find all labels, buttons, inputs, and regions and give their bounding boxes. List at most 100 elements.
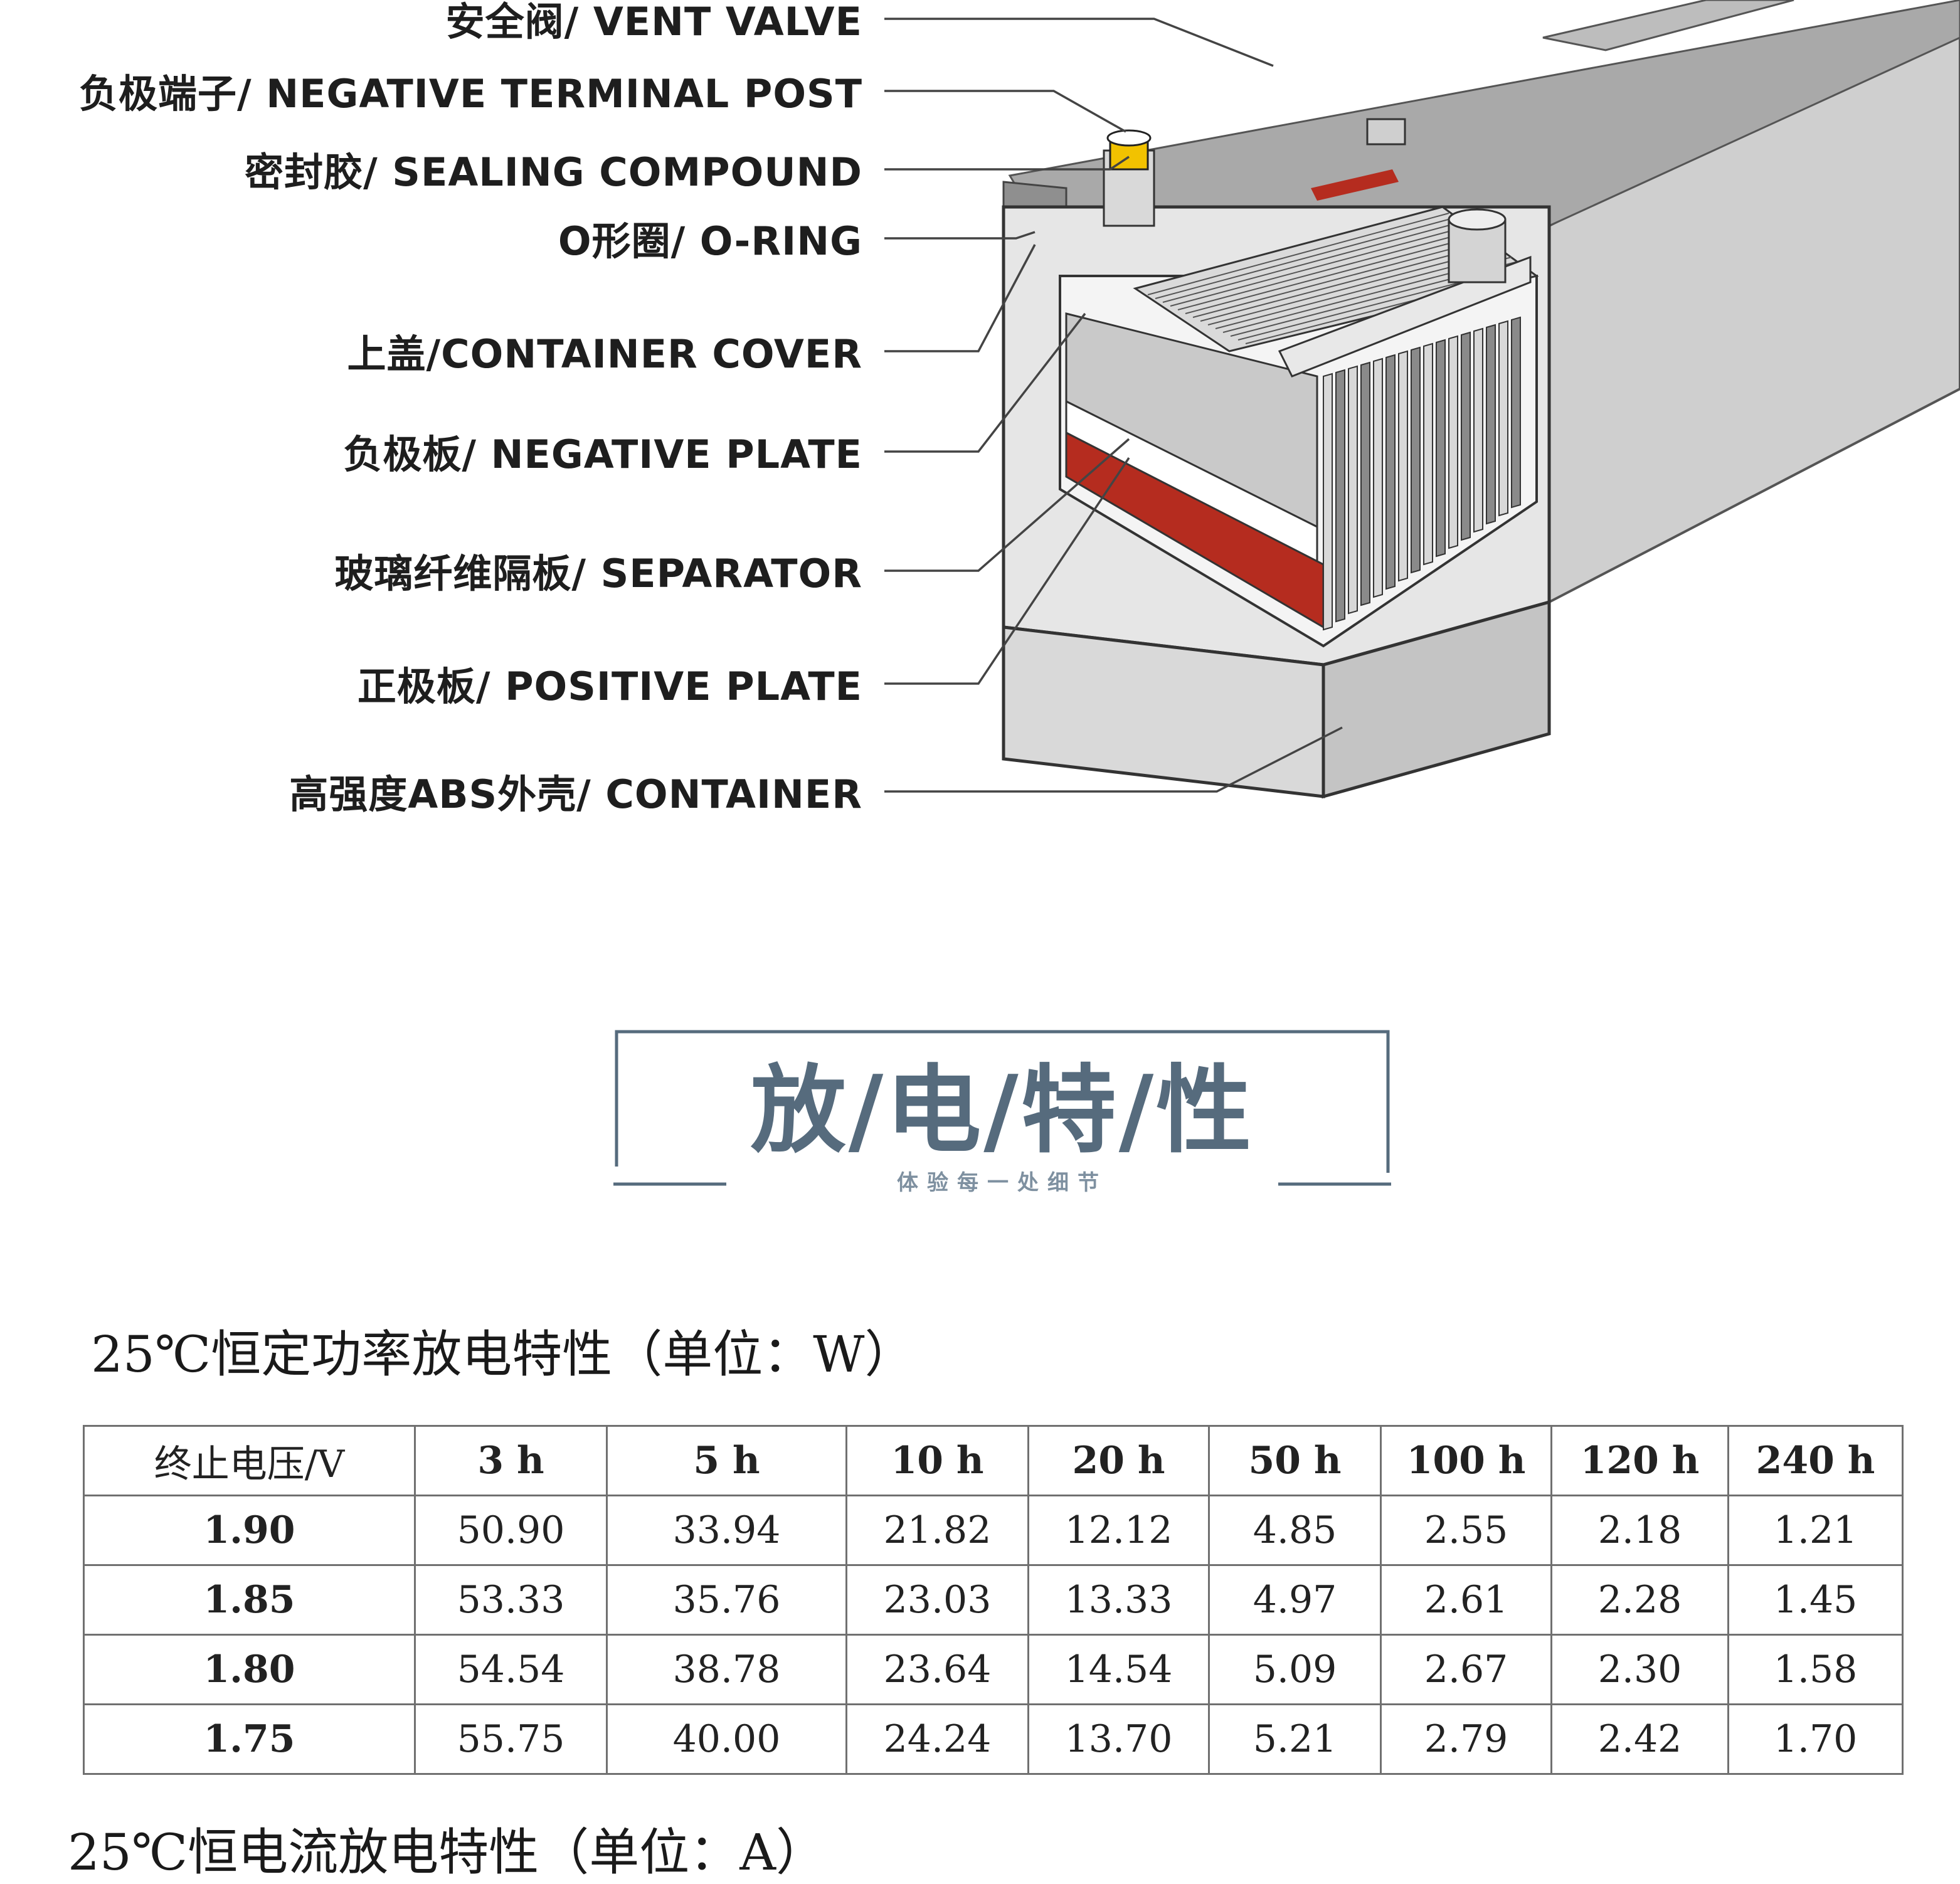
table-cell: 2.18 <box>1550 1495 1729 1566</box>
column-header: 100 h <box>1380 1425 1552 1496</box>
lid-panel <box>1542 0 1794 51</box>
table-cell: 12.12 <box>1027 1495 1210 1566</box>
label-container-cover: 上盖/CONTAINER COVER <box>347 331 862 377</box>
plate-lug-line <box>1147 213 1449 295</box>
table-cell: 33.94 <box>606 1495 847 1566</box>
column-header: 120 h <box>1550 1425 1729 1496</box>
plate-fin <box>1385 354 1396 590</box>
plate-lug-line <box>1162 221 1462 303</box>
table-cell: 1.45 <box>1727 1564 1904 1636</box>
section-heading-frame <box>613 1030 1391 1186</box>
vent-valve <box>1366 118 1406 146</box>
table-cell: 24.24 <box>845 1703 1029 1775</box>
table-cell: 2.79 <box>1380 1703 1552 1775</box>
table-cell: 50.90 <box>414 1495 608 1566</box>
label-separator: 玻璃纤维隔板/ SEPARATOR <box>334 551 862 596</box>
column-header: 终止电压/V <box>83 1425 416 1496</box>
label-sealing-compound: 密封胶/ SEALING COMPOUND <box>245 149 862 195</box>
table-cell: 14.54 <box>1027 1634 1210 1705</box>
leader-negative-plate <box>884 312 1086 453</box>
label-negative-plate: 负极板/ NEGATIVE PLATE <box>343 431 862 477</box>
frame-top-border <box>615 1030 1390 1173</box>
plate-fin <box>1423 342 1433 566</box>
table-cell: 38.78 <box>606 1634 847 1705</box>
current-table-title: 25℃恒电流放电特性（单位：A） <box>68 1823 827 1881</box>
table-cell: 35.76 <box>606 1564 847 1636</box>
table-cell: 1.21 <box>1727 1495 1904 1566</box>
table-cell: 23.03 <box>845 1564 1029 1636</box>
label-container: 高强度ABS外壳/ CONTAINER <box>289 771 862 817</box>
column-header: 20 h <box>1027 1425 1210 1496</box>
column-header: 5 h <box>606 1425 847 1496</box>
plate-fin <box>1486 324 1496 525</box>
label-vent-valve: 安全阀/ VENT VALVE <box>445 0 862 45</box>
table-cell: 1.58 <box>1727 1634 1904 1705</box>
end-voltage-cell: 1.80 <box>83 1634 416 1705</box>
column-header: 240 h <box>1727 1425 1904 1496</box>
label-negative-terminal-post: 负极端子/ NEGATIVE TERMINAL POST <box>78 71 862 117</box>
leader-container-cover <box>884 244 1036 352</box>
positive-post-top <box>1448 208 1507 231</box>
column-header: 3 h <box>414 1425 608 1496</box>
table-cell: 13.33 <box>1027 1564 1210 1636</box>
plate-fin <box>1461 331 1471 541</box>
plate-fin <box>1335 369 1345 623</box>
column-header: 10 h <box>845 1425 1029 1496</box>
plate-fin <box>1436 339 1446 558</box>
column-header: 50 h <box>1208 1425 1382 1496</box>
section-heading: 放/电/特/性 体验每一处细节 <box>613 1022 1391 1210</box>
table-cell: 21.82 <box>845 1495 1029 1566</box>
leader-vent-valve <box>884 18 1274 67</box>
leader-container <box>884 726 1343 793</box>
table-cell: 2.61 <box>1380 1564 1552 1636</box>
plate-fin <box>1473 327 1483 533</box>
table-cell: 2.42 <box>1550 1703 1729 1775</box>
end-voltage-cell: 1.85 <box>83 1564 416 1636</box>
table-cell: 2.30 <box>1550 1634 1729 1705</box>
terminal-o-ring <box>1106 129 1152 147</box>
plate-fin <box>1448 335 1458 549</box>
table-cell: 2.28 <box>1550 1564 1729 1636</box>
callout-leader-lines <box>884 18 1343 793</box>
table-cell: 4.85 <box>1208 1495 1382 1566</box>
table-cell: 13.70 <box>1027 1703 1210 1775</box>
battery-cutaway-illustration <box>884 0 1960 799</box>
leader-sealing-compound <box>884 156 1130 171</box>
table-cell: 2.55 <box>1380 1495 1552 1566</box>
table-cell: 53.33 <box>414 1564 608 1636</box>
table-cell: 55.75 <box>414 1703 608 1775</box>
plate-fin <box>1323 373 1333 631</box>
plate-fin <box>1360 361 1370 606</box>
plate-lug-line <box>1192 239 1487 318</box>
plate-lug-line <box>1170 226 1468 307</box>
leader-positive-plate <box>884 457 1130 685</box>
table-cell: 5.21 <box>1208 1703 1382 1775</box>
table-cell: 23.64 <box>845 1634 1029 1705</box>
table-cell: 5.09 <box>1208 1634 1382 1705</box>
end-voltage-cell: 1.75 <box>83 1703 416 1775</box>
container-bottom-side <box>1322 600 1551 799</box>
table-cell: 1.70 <box>1727 1703 1904 1775</box>
plate-fin <box>1498 320 1508 517</box>
leader-separator <box>884 438 1130 572</box>
bus-bar <box>1278 255 1532 378</box>
table-cell: 4.97 <box>1208 1564 1382 1636</box>
battery-structure-diagram: 安全阀/ VENT VALVE 负极端子/ NEGATIVE TERMINAL … <box>0 0 1960 878</box>
vent-red-strip <box>1311 169 1399 201</box>
table-cell: 54.54 <box>414 1634 608 1705</box>
plate-lug-line <box>1185 235 1481 314</box>
plate-lug-line <box>1155 217 1456 299</box>
table-cell: 2.67 <box>1380 1634 1552 1705</box>
section-title: 放/电/特/性 <box>750 1054 1254 1166</box>
label-positive-plate: 正极板/ POSITIVE PLATE <box>357 664 862 709</box>
plate-lug-line <box>1200 243 1493 322</box>
power-table-title: 25℃恒定功率放电特性（单位：W） <box>91 1325 915 1384</box>
plate-fin <box>1373 357 1383 598</box>
plate-fin <box>1348 365 1358 615</box>
